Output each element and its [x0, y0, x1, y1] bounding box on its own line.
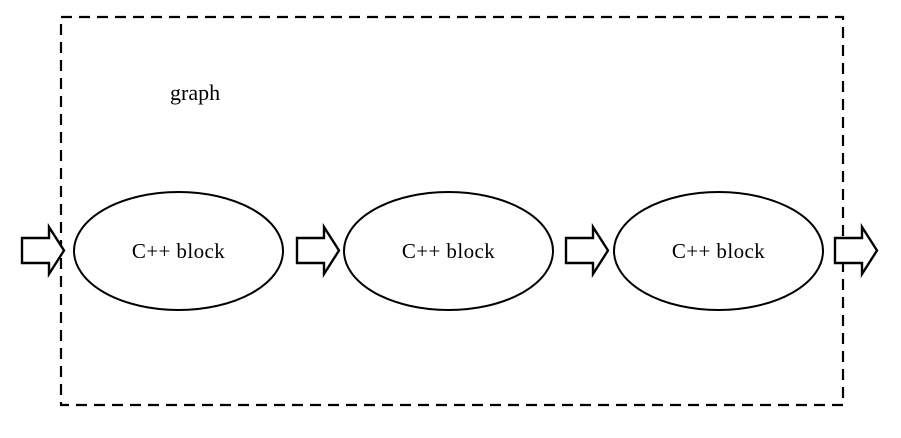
- graph-label: graph: [170, 80, 220, 105]
- node-label: C++ block: [672, 239, 765, 263]
- graph-container-border: [59, 15, 845, 407]
- node-ellipse: [343, 191, 554, 311]
- node-ellipse: [73, 191, 284, 311]
- node-block-1[interactable]: C++ block: [73, 191, 284, 311]
- arrow-output-icon: [833, 222, 879, 279]
- node-ellipse: [613, 191, 824, 311]
- arrow-input-icon: [20, 222, 66, 279]
- arrow-block2-to-block3-icon: [564, 222, 610, 279]
- arrow-block1-to-block2-icon: [295, 222, 341, 279]
- node-label: C++ block: [402, 239, 495, 263]
- node-block-2[interactable]: C++ block: [343, 191, 554, 311]
- node-label: C++ block: [132, 239, 225, 263]
- node-block-3[interactable]: C++ block: [613, 191, 824, 311]
